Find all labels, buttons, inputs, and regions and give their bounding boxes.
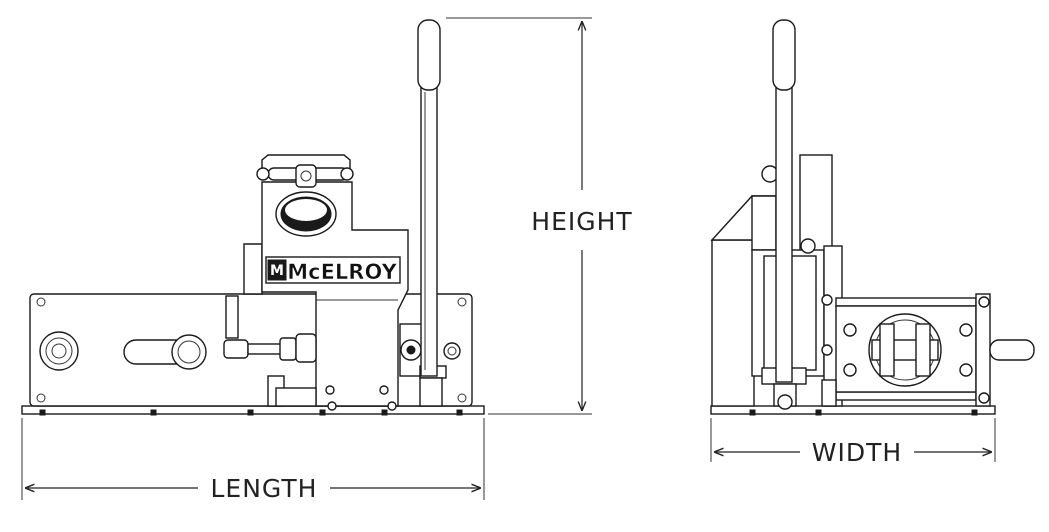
sight-gauge-icon: [123, 334, 207, 370]
brand-name: McELROY: [287, 260, 397, 284]
end-view: [710, 19, 1035, 416]
pump-housing: [261, 181, 409, 407]
length-dimension: LENGTH: [21, 418, 485, 503]
height-dimension: HEIGHT: [446, 17, 632, 415]
length-label: LENGTH: [211, 474, 318, 503]
side-view: M McELROY: [21, 19, 485, 416]
fill-cap-icon: [39, 331, 79, 371]
end-base-plate: [710, 405, 996, 415]
brand-logo: M McELROY: [265, 256, 401, 284]
handwheel-icon: [256, 164, 354, 188]
pressure-gauge-icon: [275, 191, 337, 237]
base-bolts: [39, 409, 463, 416]
brand-badge: M: [270, 263, 284, 279]
valve-plate: [243, 243, 263, 295]
width-label: WIDTH: [812, 438, 902, 467]
end-base-bolts: [749, 409, 978, 416]
pump-handle: [417, 19, 441, 377]
hose-fitting-icon: [223, 295, 317, 407]
end-view-handle: [772, 19, 796, 383]
cylinder-frame: [835, 293, 1035, 407]
width-dimension: WIDTH: [710, 418, 996, 467]
height-label: HEIGHT: [531, 207, 632, 236]
